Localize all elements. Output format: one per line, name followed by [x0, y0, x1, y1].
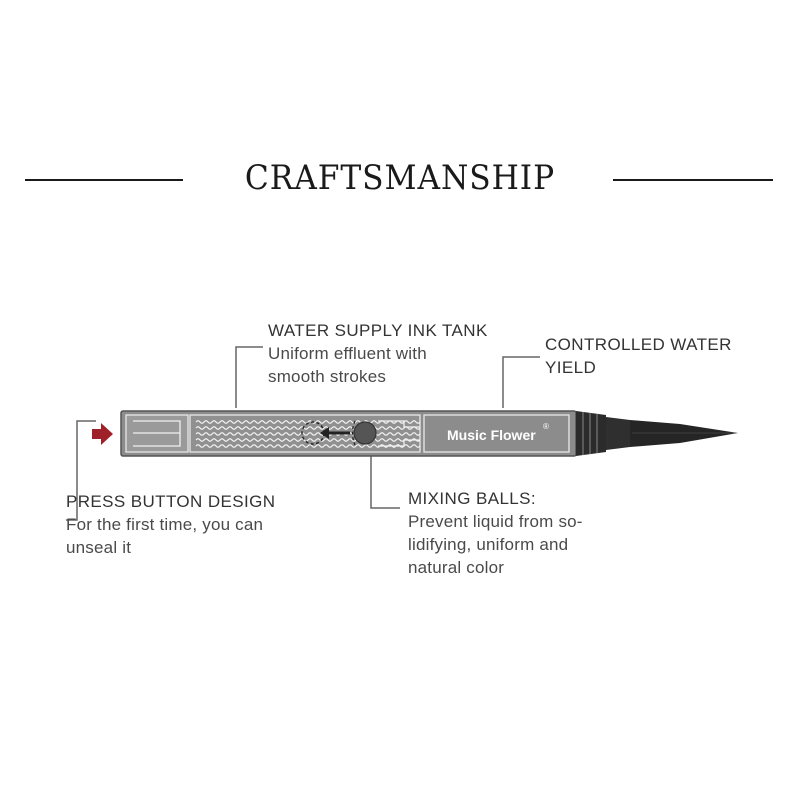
title-rule-right [613, 179, 773, 181]
callout-water-yield-line-1: YIELD [545, 358, 597, 377]
callout-mixing-balls-line-2: lidifying, uniform and [408, 535, 569, 554]
callout-mixing-balls: MIXING BALLS: Prevent liquid from so- li… [408, 487, 583, 579]
leader-ink-tank [235, 346, 263, 408]
callout-mixing-balls-line-3: natural color [408, 558, 505, 577]
title-rule-left [25, 179, 183, 181]
page-title: CRAFTSMANSHIP [244, 158, 556, 198]
callout-ink-tank-line-2: smooth strokes [268, 367, 387, 386]
callout-ink-tank: WATER SUPPLY INK TANK Uniform effluent w… [268, 319, 488, 388]
callout-ink-tank-heading: WATER SUPPLY INK TANK [268, 321, 488, 340]
ink-wave-3 [195, 432, 421, 436]
brand-mark: ® [543, 422, 549, 431]
callout-mixing-balls-heading: MIXING BALLS: [408, 489, 537, 508]
ink-wave-5 [195, 444, 421, 448]
mixing-balls-icon [301, 420, 377, 446]
pen-tip [630, 420, 738, 447]
callout-lines [66, 346, 540, 521]
callout-water-yield-heading: CONTROLLED WATER [545, 335, 732, 354]
pen-barrel: Music Flower ® [120, 410, 577, 457]
callout-press-button-line-1: For the first time, you can [66, 515, 264, 534]
callout-ink-tank-line-1: Uniform effluent with [268, 344, 427, 363]
brand-section [423, 414, 570, 453]
press-arrow-icon [92, 423, 113, 445]
leader-press-button [66, 420, 96, 521]
ink-wave-4 [195, 438, 421, 442]
brand-text: Music Flower [447, 427, 536, 443]
pen-grip [576, 411, 630, 456]
leader-water-yield [502, 356, 540, 408]
callout-press-button-heading: PRESS BUTTON DESIGN [66, 492, 276, 511]
callout-water-yield: CONTROLLED WATER YIELD [545, 333, 732, 379]
callout-press-button: PRESS BUTTON DESIGN For the first time, … [66, 490, 275, 559]
leader-mixing-balls [370, 452, 400, 509]
callout-mixing-balls-line-1: Prevent liquid from so- [408, 512, 583, 531]
callout-press-button-line-2: unseal it [66, 538, 132, 557]
ink-wave-2 [195, 426, 421, 430]
